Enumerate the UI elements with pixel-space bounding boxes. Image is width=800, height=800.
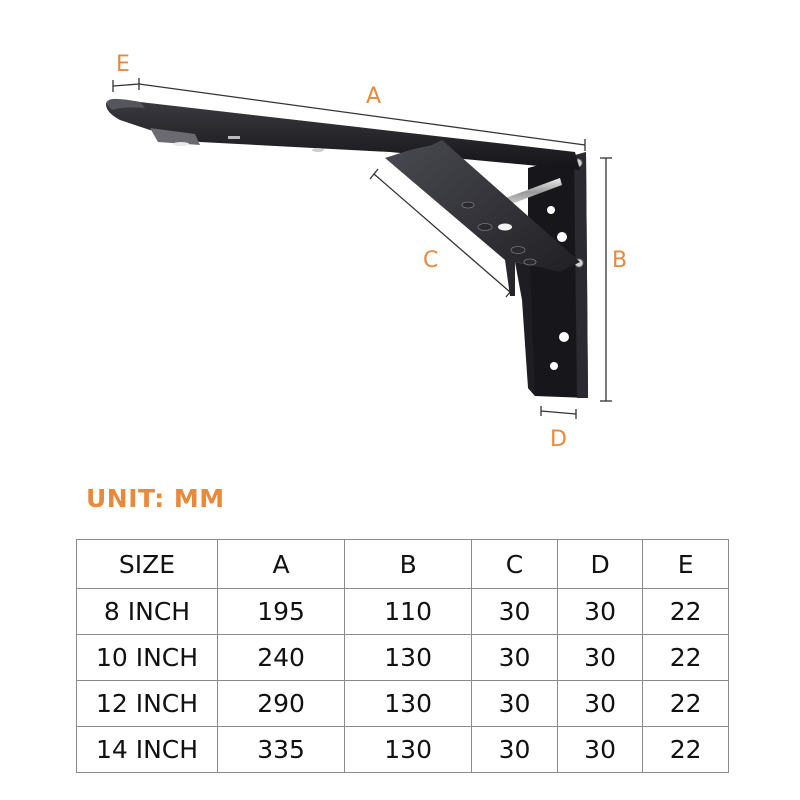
header-size: SIZE [76,539,218,589]
cell-a: 290 [216,680,346,727]
table-row: 10 INCH 240 130 30 30 22 [76,634,729,681]
cell-e: 22 [642,680,729,727]
table-row: 8 INCH 195 110 30 30 22 [76,588,729,635]
bracket-illustration-icon [105,78,612,419]
cell-e: 22 [642,726,729,773]
dimension-label-a: A [366,84,382,109]
header-a: A [216,539,346,589]
cell-d: 30 [556,588,644,635]
cell-d: 30 [556,680,644,727]
header-b: B [344,539,473,589]
cell-d: 30 [556,726,644,773]
cell-e: 22 [642,634,729,681]
header-d: D [556,539,644,589]
cell-a: 195 [216,588,346,635]
table-header-row: SIZE A B C D E [76,539,729,589]
cell-a: 335 [216,726,346,773]
cell-a: 240 [216,634,346,681]
cell-b: 130 [344,726,473,773]
header-e: E [642,539,729,589]
cell-c: 30 [471,588,558,635]
cell-b: 130 [344,680,473,727]
cell-b: 130 [344,634,473,681]
unit-label: UNIT: MM [86,484,225,513]
cell-size: 12 INCH [76,680,218,727]
cell-c: 30 [471,634,558,681]
dimension-label-d: D [550,427,567,452]
header-c: C [471,539,558,589]
cell-d: 30 [556,634,644,681]
table-row: 14 INCH 335 130 30 30 22 [76,726,729,773]
cell-size: 8 INCH [76,588,218,635]
cell-size: 10 INCH [76,634,218,681]
dimension-label-b: B [612,248,628,273]
cell-size: 14 INCH [76,726,218,773]
cell-e: 22 [642,588,729,635]
cell-b: 110 [344,588,473,635]
cell-c: 30 [471,680,558,727]
table-row: 12 INCH 290 130 30 30 22 [76,680,729,727]
cell-c: 30 [471,726,558,773]
dimension-label-c: C [423,248,439,273]
size-spec-table: SIZE A B C D E 8 INCH 195 110 30 30 22 1… [76,539,729,773]
dimension-label-e: E [116,52,130,77]
bracket-diagram: E A B C D [105,52,628,452]
